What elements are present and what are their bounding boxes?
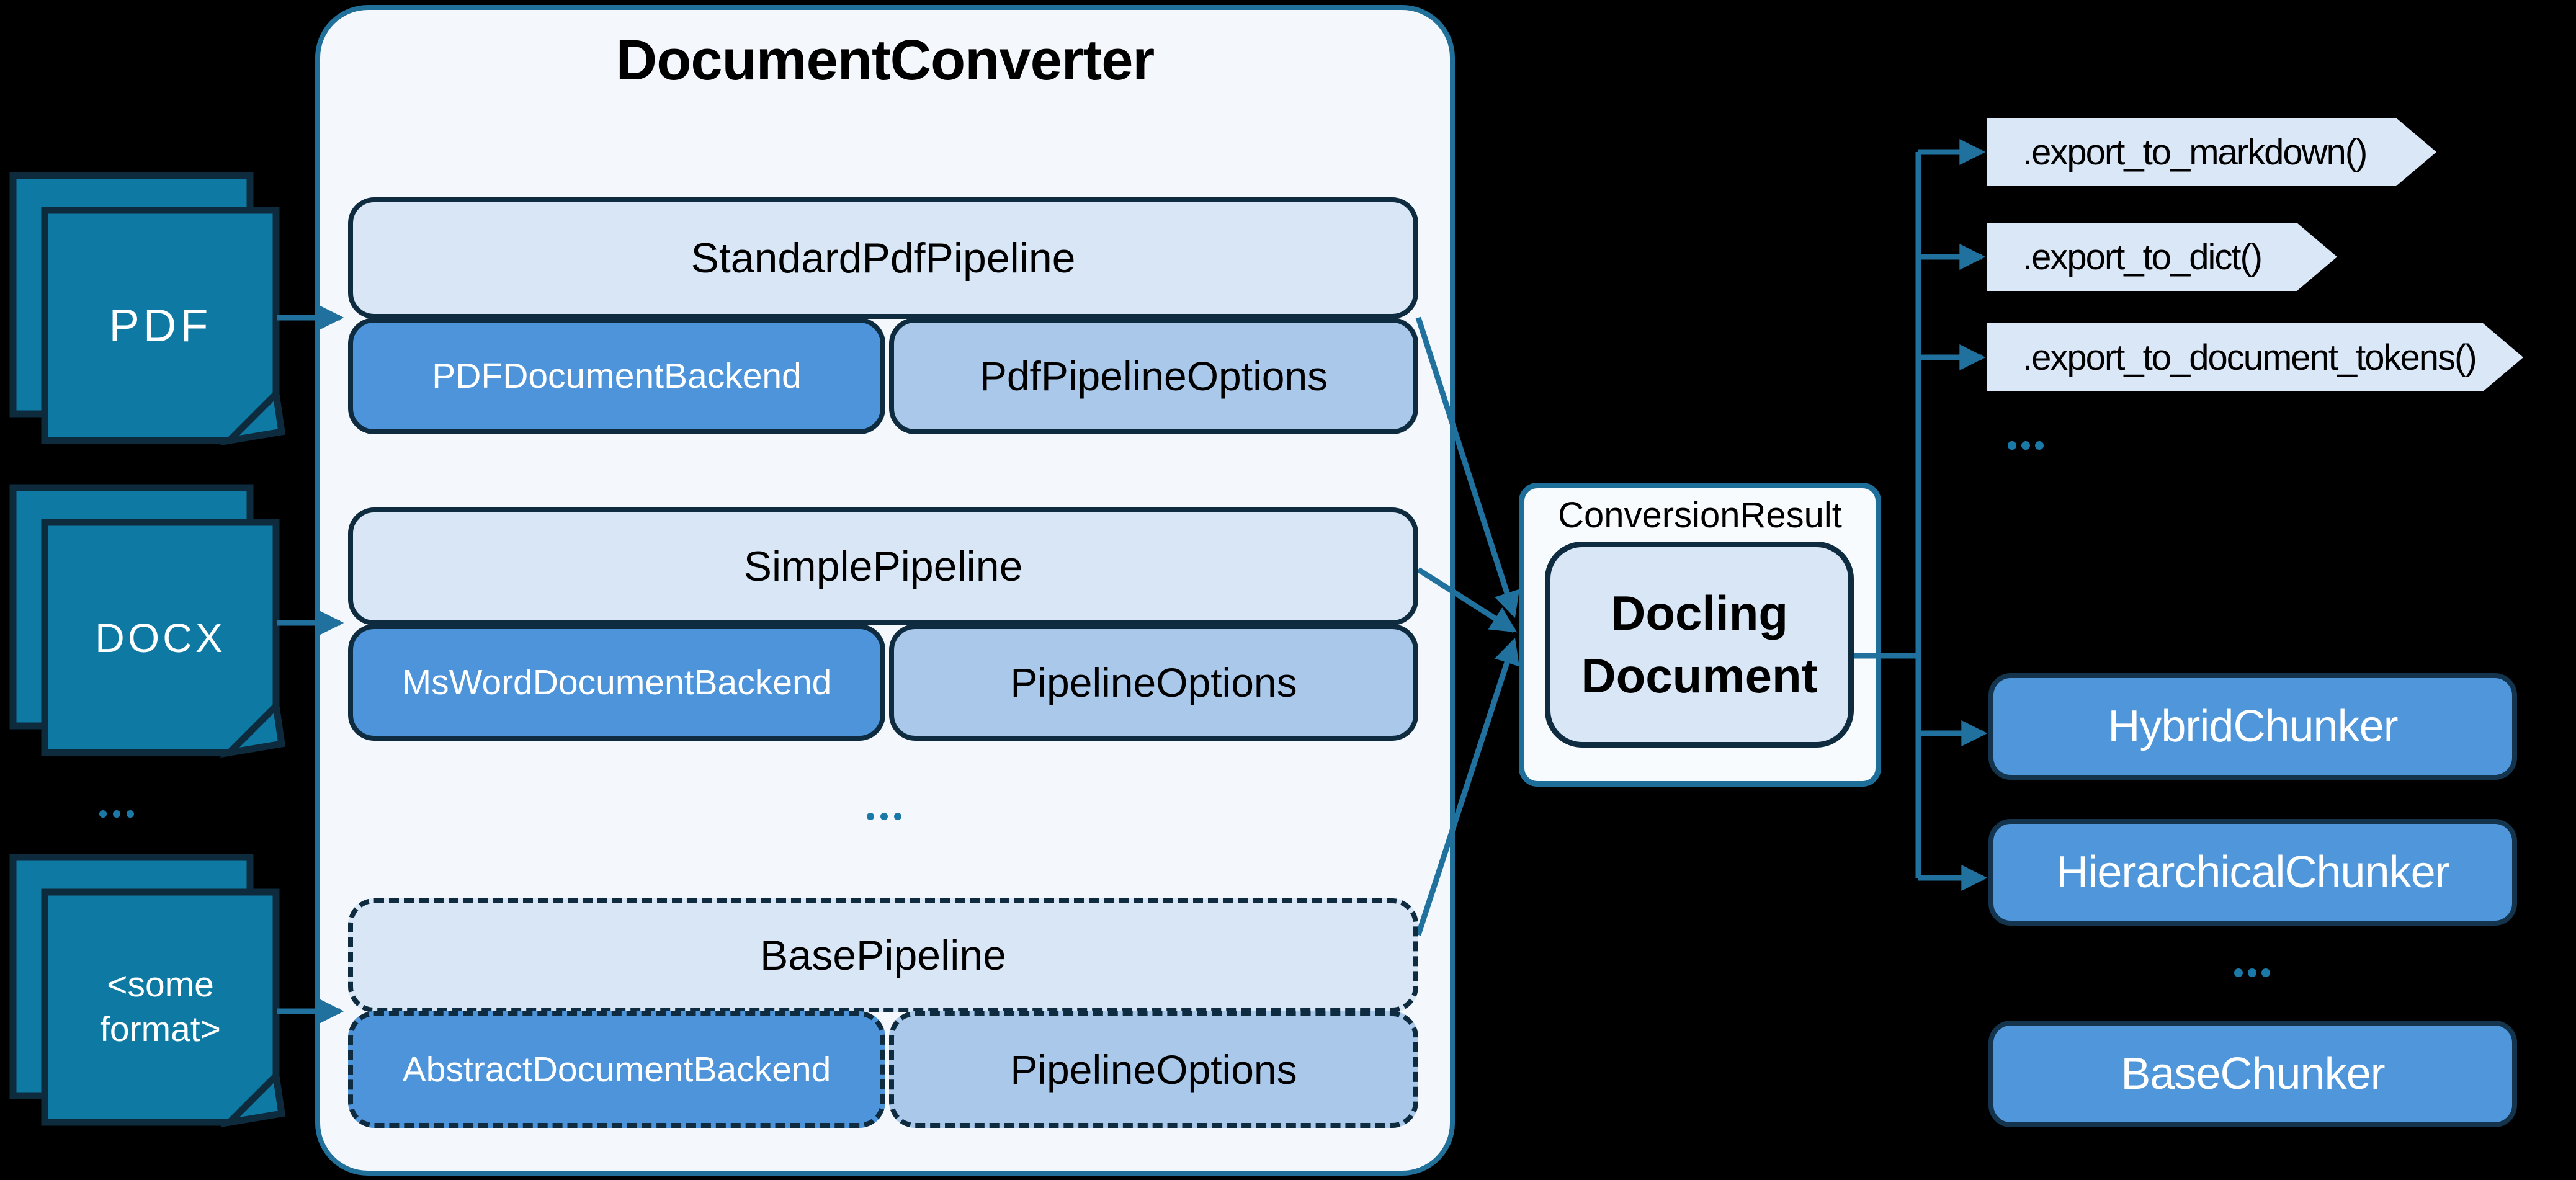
arrow-standard-pipeline-to-result bbox=[1415, 316, 1520, 618]
hybrid-chunker-label: HybridChunker bbox=[2108, 702, 2398, 751]
pdf-input-label: PDF bbox=[45, 210, 276, 440]
pipeline-options-box: PipelineOptions bbox=[889, 624, 1418, 741]
export-to-markdown-tag: .export_to_markdown() bbox=[1987, 118, 2436, 186]
inputs-ellipsis-dots bbox=[99, 810, 134, 818]
exports-ellipsis-dots bbox=[2008, 441, 2044, 450]
base-pipeline-options-label: PipelineOptions bbox=[1010, 1047, 1297, 1093]
export-to-markdown-label: .export_to_markdown() bbox=[2023, 132, 2367, 172]
docx-input-label: DOCX bbox=[45, 522, 276, 753]
chunkers-ellipsis-dots bbox=[2234, 968, 2270, 977]
base-chunker-box: BaseChunker bbox=[1988, 1021, 2517, 1127]
arrow-simple-pipeline-to-result bbox=[1416, 567, 1518, 633]
hierarchical-chunker-box: HierarchicalChunker bbox=[1988, 819, 2517, 926]
pdf-document-backend-box: PDFDocumentBackend bbox=[348, 318, 885, 434]
abstract-document-backend-label: AbstractDocumentBackend bbox=[402, 1050, 831, 1089]
arrow-base-pipeline-to-result bbox=[1415, 638, 1519, 936]
pipeline-options-label: PipelineOptions bbox=[1010, 659, 1297, 705]
branch-trunk-line bbox=[1854, 152, 1921, 878]
hybrid-chunker-box: HybridChunker bbox=[1988, 673, 2517, 780]
base-pipeline-options-box: PipelineOptions bbox=[889, 1011, 1418, 1128]
pdf-pipeline-options-label: PdfPipelineOptions bbox=[979, 353, 1328, 399]
some-format-input-label: <some format> bbox=[45, 892, 276, 1122]
base-chunker-label: BaseChunker bbox=[2121, 1049, 2385, 1099]
pdf-document-backend-label: PDFDocumentBackend bbox=[432, 356, 802, 396]
docling-document-label: Docling Document bbox=[1581, 585, 1818, 703]
pdf-pipeline-options-box: PdfPipelineOptions bbox=[889, 318, 1418, 434]
export-to-dict-label: .export_to_dict() bbox=[2023, 236, 2262, 277]
docx-label-text: DOCX bbox=[95, 614, 226, 661]
export-to-document-tokens-label: .export_to_document_tokens() bbox=[2023, 337, 2476, 378]
docling-document-box: Docling Document bbox=[1545, 542, 1854, 748]
document-converter-title: DocumentConverter bbox=[615, 28, 1155, 92]
export-to-document-tokens-tag: .export_to_document_tokens() bbox=[1987, 323, 2523, 391]
standard-pdf-pipeline-label: StandardPdfPipeline bbox=[691, 235, 1076, 282]
base-pipeline-label: BasePipeline bbox=[760, 932, 1006, 979]
converter-ellipsis-dots bbox=[867, 813, 901, 820]
abstract-document-backend-box: AbstractDocumentBackend bbox=[348, 1011, 885, 1128]
simple-pipeline-label: SimplePipeline bbox=[743, 543, 1023, 590]
hierarchical-chunker-label: HierarchicalChunker bbox=[2056, 847, 2449, 897]
standard-pdf-pipeline-box: StandardPdfPipeline bbox=[348, 197, 1418, 319]
conversion-result-label: ConversionResult bbox=[1558, 494, 1842, 535]
pdf-label-text: PDF bbox=[109, 300, 212, 351]
simple-pipeline-box: SimplePipeline bbox=[348, 507, 1418, 625]
export-to-dict-tag: .export_to_dict() bbox=[1987, 223, 2337, 291]
msword-document-backend-box: MsWordDocumentBackend bbox=[348, 624, 885, 741]
base-pipeline-box: BasePipeline bbox=[348, 898, 1418, 1012]
some-format-label-text: <some format> bbox=[100, 965, 221, 1049]
msword-document-backend-label: MsWordDocumentBackend bbox=[401, 663, 832, 702]
